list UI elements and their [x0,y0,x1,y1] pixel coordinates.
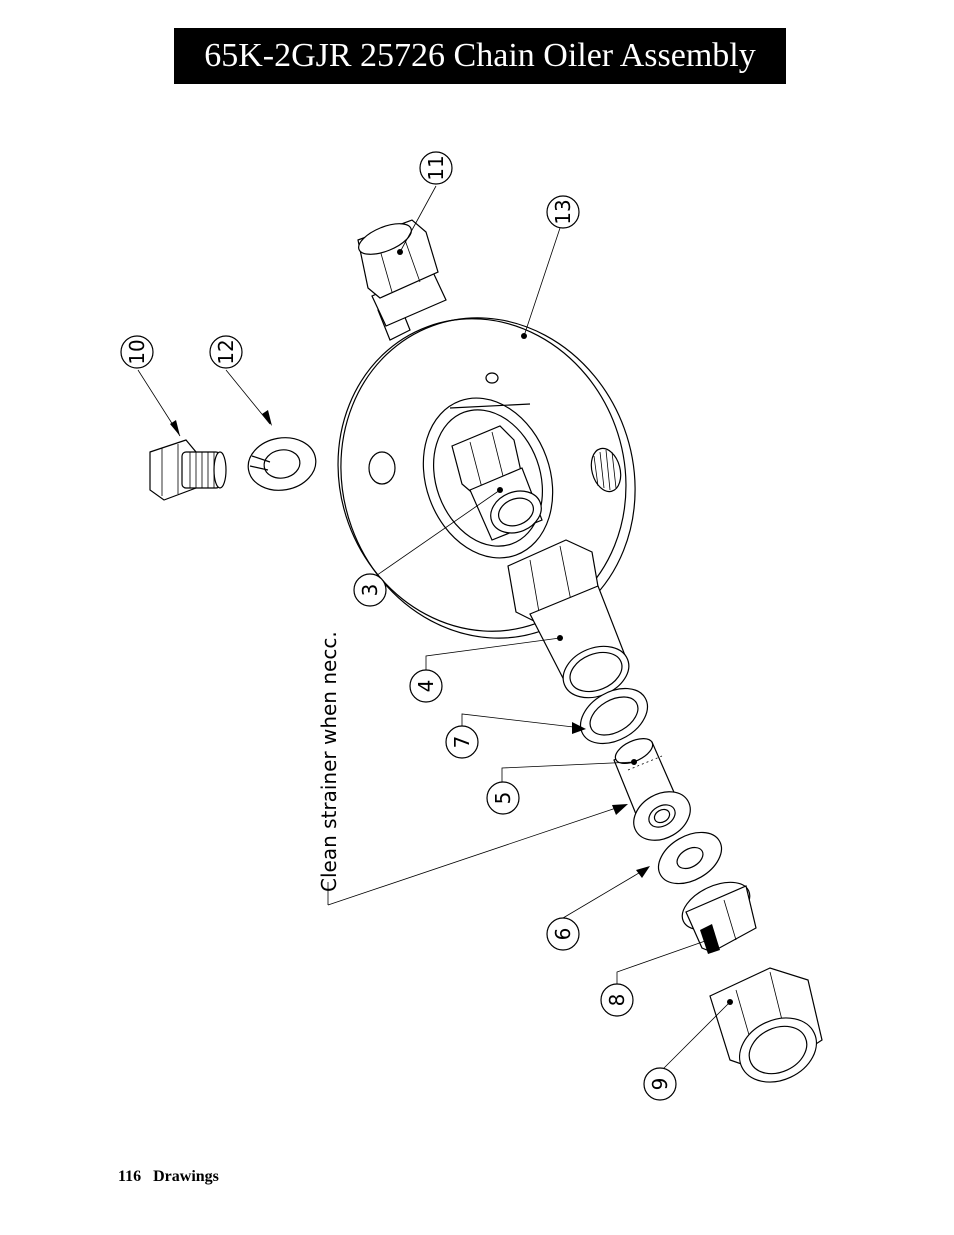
gasket-part-7 [579,687,649,745]
svg-text:11: 11 [424,155,448,180]
flange-plate-part-13 [337,219,636,639]
callout-8: 8 [600,983,634,1017]
strainer-note: Clean strainer when necc. [317,631,341,892]
leader-lines [137,185,733,1069]
page-number: 116 [118,1168,142,1185]
svg-text:5: 5 [491,792,515,805]
page-title: 65K-2GJR 25726 Chain Oiler Assembly [174,28,786,84]
callout-10: 10 [120,335,154,369]
callout-7: 7 [445,725,479,759]
svg-text:6: 6 [551,928,575,941]
adapter-fitting-part-4 [507,539,630,699]
nozzle-tip-part-8 [681,881,757,954]
callout-4: 4 [409,669,443,703]
page-footer: 116 Drawings [118,1168,219,1186]
cap-nut-part-9 [709,967,823,1083]
callout-9: 9 [643,1067,677,1101]
callout-3: 3 [353,573,387,607]
svg-text:4: 4 [414,680,438,693]
svg-text:10: 10 [125,339,149,364]
section-label: Drawings [153,1168,219,1185]
svg-text:9: 9 [648,1078,672,1091]
callout-11: 11 [419,151,453,185]
plug-part-10 [149,439,227,501]
svg-text:7: 7 [450,736,474,749]
callout-13: 13 [546,195,580,229]
washer-part-6 [657,831,723,885]
callout-12: 12 [209,335,243,369]
lock-washer-part-12 [247,437,317,491]
callout-5: 5 [486,781,520,815]
callout-6: 6 [546,917,580,951]
svg-text:13: 13 [551,199,575,224]
svg-text:8: 8 [605,994,629,1007]
svg-text:12: 12 [214,339,238,364]
svg-text:3: 3 [358,584,382,597]
strainer-part-5 [613,738,691,841]
